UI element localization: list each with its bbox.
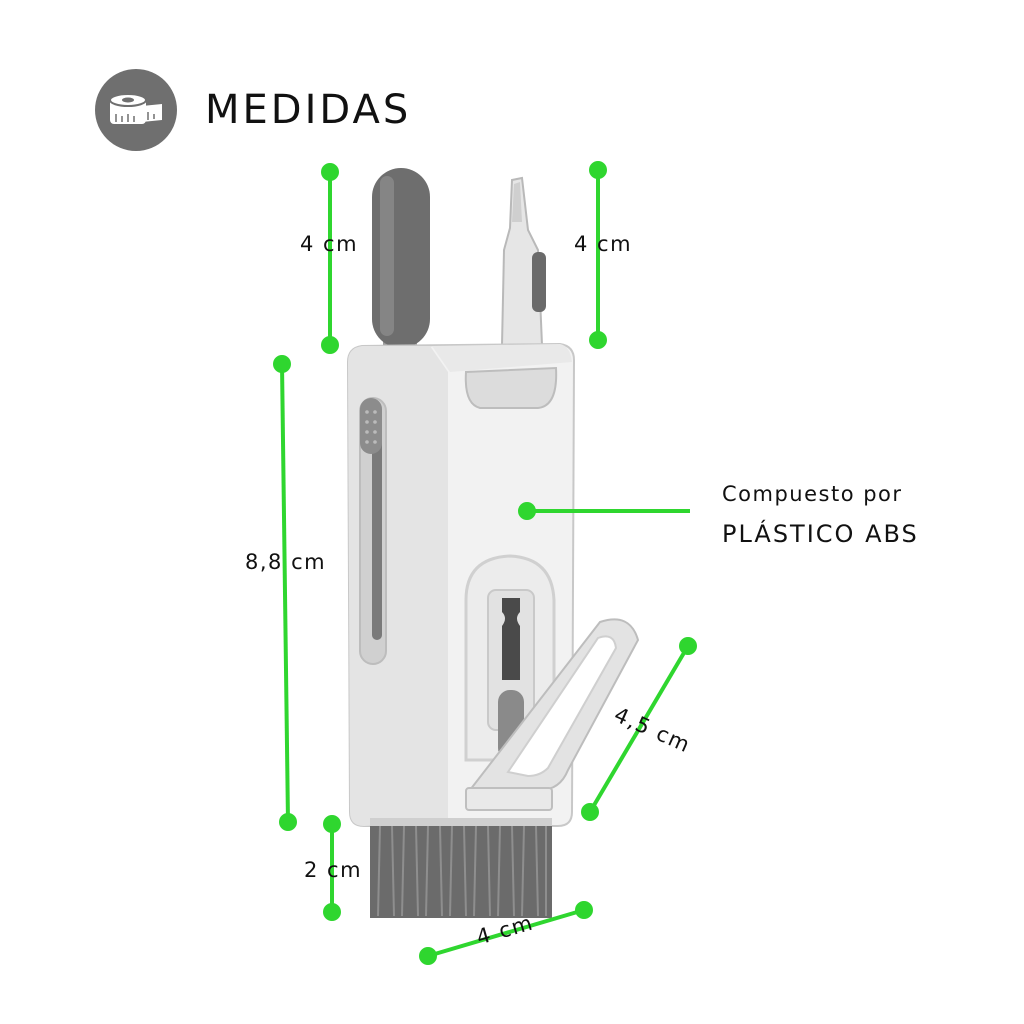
page-title: MEDIDAS <box>205 87 412 133</box>
body-height-label: 8,8 cm <box>245 550 327 574</box>
measure-line-bristles <box>323 815 341 921</box>
material-note-line2: PLÁSTICO ABS <box>722 520 919 548</box>
measuring-tape-icon <box>95 69 177 151</box>
main-body <box>346 342 576 827</box>
measure-line-brush-tip <box>321 163 339 354</box>
measure-line-pen-tip <box>589 161 607 349</box>
measure-line-body <box>273 355 297 831</box>
folding-handle <box>465 618 640 811</box>
brush-tip-height-label: 4 cm <box>300 232 359 256</box>
measure-line-base-width <box>419 901 593 965</box>
pointer-line-material <box>518 502 690 520</box>
measure-line-handle <box>581 637 697 821</box>
material-note-line1: Compuesto por <box>722 482 903 506</box>
sponge-brush-tip <box>372 168 430 372</box>
pen-tip <box>500 176 546 346</box>
material-note: Compuesto por PLÁSTICO ABS <box>722 482 919 548</box>
bristle-height-label: 2 cm <box>304 858 363 882</box>
pen-tip-height-label: 4 cm <box>574 232 633 256</box>
header: MEDIDAS <box>95 68 411 152</box>
bristles <box>370 818 552 918</box>
